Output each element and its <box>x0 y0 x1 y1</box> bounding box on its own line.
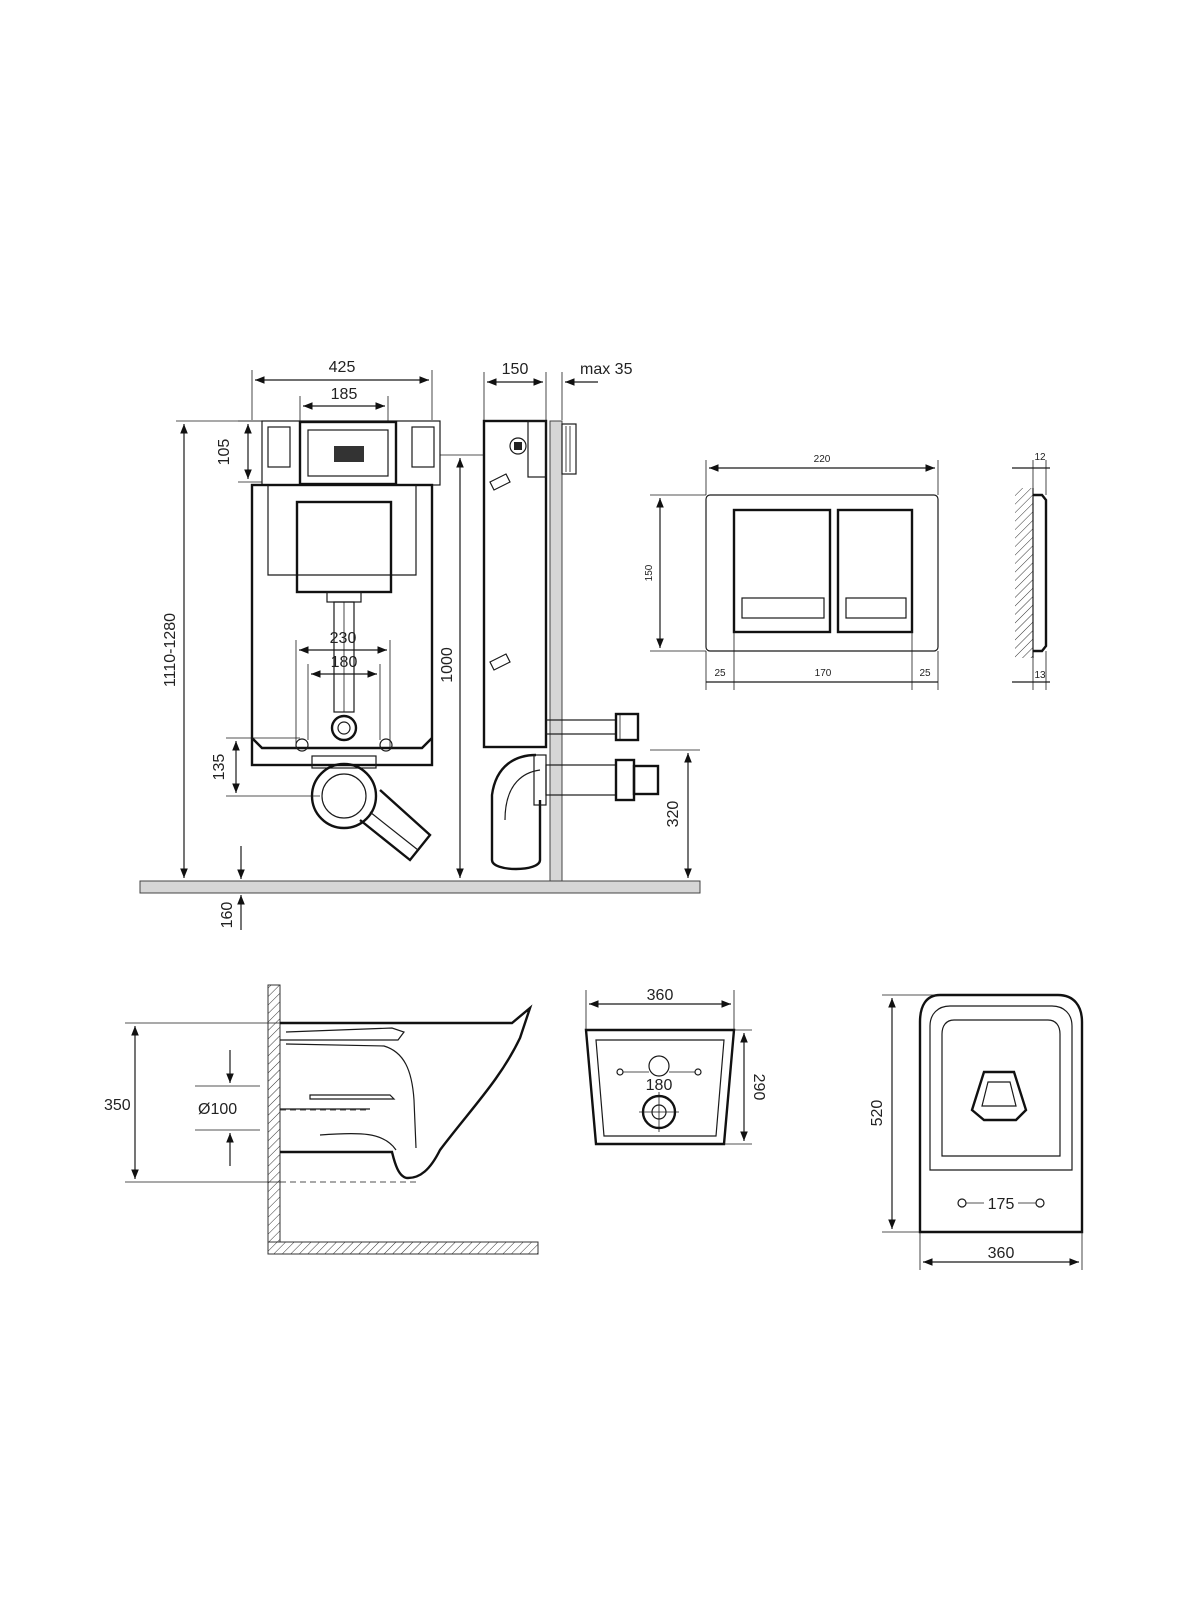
dim-flush-box-width: 185 <box>331 386 358 403</box>
bowl-outlet-top <box>970 1070 1028 1122</box>
dim-outlet-width: 230 <box>330 630 357 647</box>
bowl-top-view: 175 520 360 <box>869 993 1084 1270</box>
frame-front-view: 425 185 105 1110-1280 230 180 135 160 <box>139 359 701 930</box>
dim-frame-depth: 150 <box>502 361 529 378</box>
dim-top-bolt-spacing: 175 <box>988 1196 1015 1213</box>
flush-plate-front: 220 150 25 170 25 <box>644 454 939 690</box>
dim-plate-thickness: 12 <box>1034 452 1046 463</box>
dim-plate-width: 220 <box>814 454 831 465</box>
dim-back-width: 360 <box>647 987 674 1004</box>
floor <box>139 880 701 894</box>
dim-floor-offset: 160 <box>219 902 236 929</box>
flush-button-right <box>836 508 914 634</box>
dim-back-bolt-spacing: 180 <box>646 1077 673 1094</box>
bowl-wall <box>267 984 281 1243</box>
flush-box-opening <box>334 446 364 462</box>
bowl-back-view: 180 360 290 <box>584 987 767 1146</box>
flush-plate-outline <box>705 494 939 652</box>
wall-section <box>549 420 563 882</box>
dim-bolt-spacing: 180 <box>331 654 358 671</box>
bowl-side-view: 350 Ø100 <box>104 984 539 1255</box>
dim-plate-margin-left: 25 <box>714 668 726 679</box>
dim-plate-depth: 13 <box>1034 670 1046 681</box>
flush-button-left <box>732 508 832 634</box>
cistern-panel <box>295 500 393 594</box>
frame-body <box>250 483 434 767</box>
dim-top-height: 105 <box>216 439 233 466</box>
dim-side-outlet-height: 320 <box>665 801 682 828</box>
dim-plate-inner-width: 170 <box>815 668 832 679</box>
dim-frame-width: 425 <box>329 359 356 376</box>
dim-top-length: 520 <box>869 1100 886 1127</box>
frame-side-view: 150 max 35 1000 320 <box>439 361 700 882</box>
dim-frame-height: 1000 <box>439 647 456 683</box>
dim-plate-margin-right: 25 <box>919 668 931 679</box>
dim-height-range: 1110-1280 <box>162 613 179 687</box>
flush-plate-side: 12 13 <box>1012 452 1050 690</box>
wall-hatch <box>1015 488 1033 658</box>
dim-outlet-height: 135 <box>211 754 228 781</box>
bowl-floor <box>267 1241 539 1255</box>
dim-plate-height: 150 <box>644 564 655 581</box>
dim-pipe-diameter: Ø100 <box>198 1101 237 1118</box>
dim-bowl-height: 350 <box>104 1097 131 1114</box>
frame-side-body <box>482 419 548 749</box>
dim-top-width: 360 <box>988 1245 1015 1262</box>
dim-max-wall: max 35 <box>580 361 633 378</box>
dim-back-height: 290 <box>750 1074 767 1101</box>
